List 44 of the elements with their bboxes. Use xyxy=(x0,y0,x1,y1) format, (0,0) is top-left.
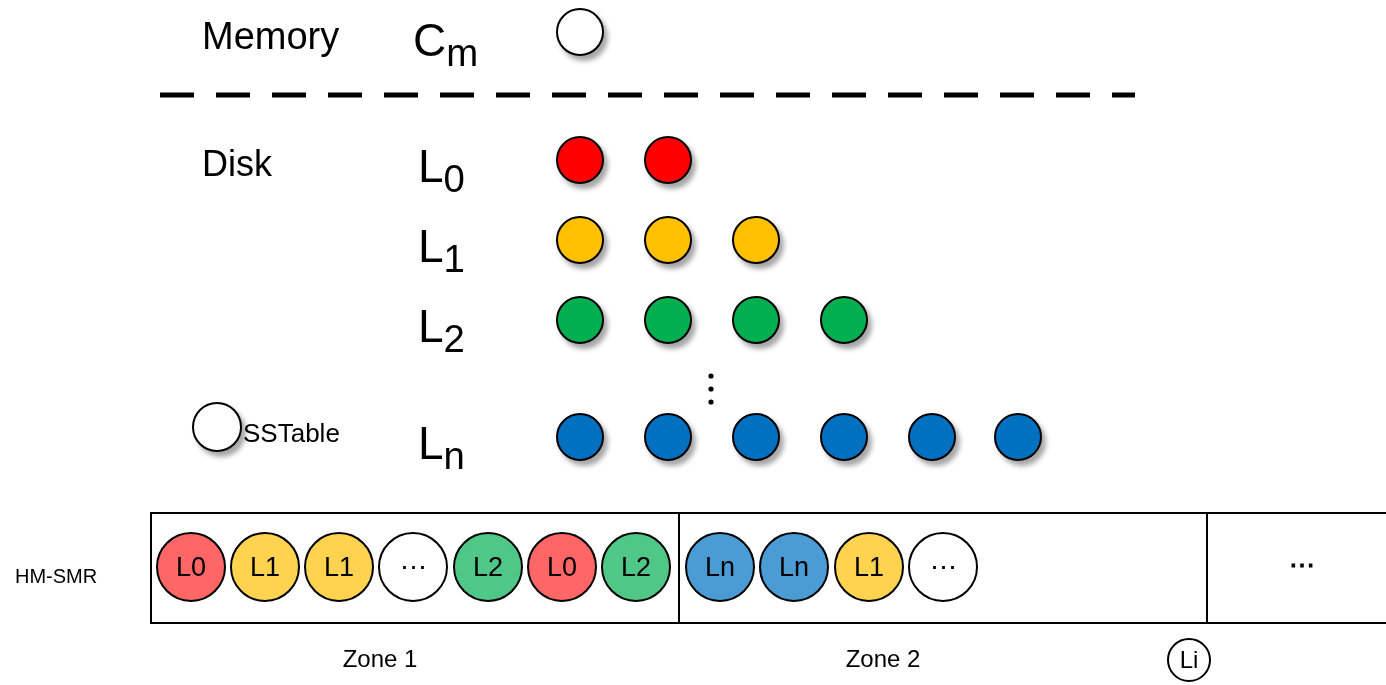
sstable-circle xyxy=(994,413,1042,461)
sstable-circle xyxy=(644,296,692,344)
sstable-circle xyxy=(644,216,692,264)
level-label: L2 xyxy=(620,553,651,581)
level-label: L$_{n}$ xyxy=(418,420,465,476)
memory-label: Memory xyxy=(202,17,340,55)
level-label: L0 xyxy=(175,553,206,581)
level-label: ⋯ xyxy=(929,553,957,581)
level-label: L1 xyxy=(853,553,884,581)
legend-label: SSTable xyxy=(243,420,340,446)
sstable-circle xyxy=(644,136,692,184)
disk-label: Disk xyxy=(202,146,272,182)
sstable-circle xyxy=(644,413,692,461)
sstable-circle xyxy=(820,296,868,344)
sstable-circle xyxy=(732,216,780,264)
sstable-circle xyxy=(732,413,780,461)
zone-box xyxy=(150,512,680,624)
level-label: Ln xyxy=(778,553,809,581)
device-label: HM-SMR xyxy=(15,566,98,586)
level-label: L1 xyxy=(249,553,280,581)
level-label: L2 xyxy=(472,553,503,581)
level-label: ⋯ xyxy=(399,553,427,581)
ellipsis: ⋯ xyxy=(1288,552,1316,578)
zone-box xyxy=(678,512,1208,624)
sstable-circle xyxy=(556,413,604,461)
sstable-circle xyxy=(732,296,780,344)
zone-box xyxy=(1206,512,1386,624)
level-circle xyxy=(1167,638,1211,682)
sstable-circle xyxy=(556,216,604,264)
level-label: L$_{2}$ xyxy=(418,303,465,359)
zone-label: Zone 1 xyxy=(341,647,419,671)
zone-label: Zone 2 xyxy=(844,647,922,671)
level-label: L$_{1}$ xyxy=(418,223,465,279)
level-label: L1 xyxy=(323,553,354,581)
level-label: Ln xyxy=(704,553,735,581)
sstable-circle xyxy=(556,8,604,56)
sstable-circle xyxy=(556,296,604,344)
level-label: Li xyxy=(1179,648,1199,672)
level-label: L0 xyxy=(546,553,577,581)
sstable-circle xyxy=(908,413,956,461)
level-label: L$_{0}$ xyxy=(418,143,465,199)
level-label: C$_{m}$ xyxy=(413,17,479,73)
sstable-circle xyxy=(556,136,604,184)
sstable-circle xyxy=(820,413,868,461)
